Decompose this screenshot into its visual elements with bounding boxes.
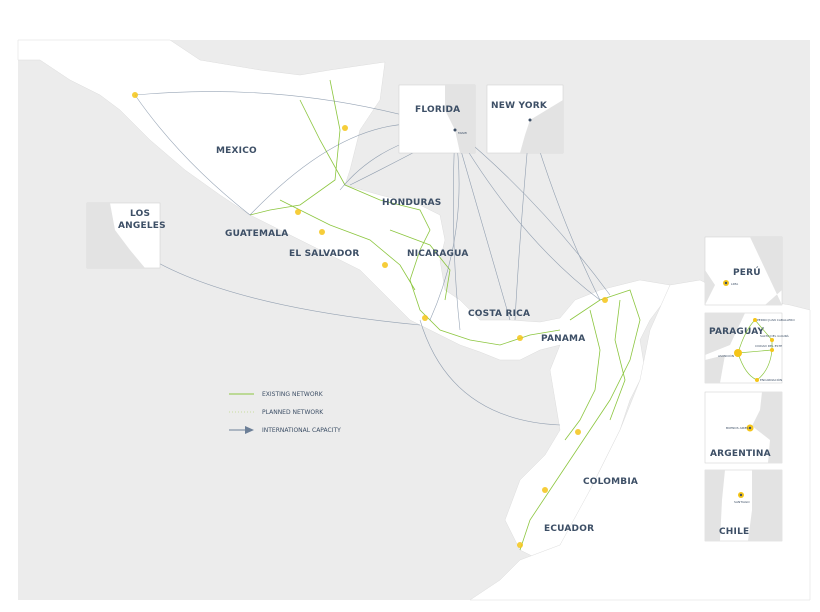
city-label: PEDRO JUAN CABALLERO: [757, 318, 795, 322]
legend-existing-label: EXISTING NETWORK: [262, 391, 324, 398]
inset-title: ANGELES: [118, 221, 166, 231]
legend-planned-label: PLANNED NETWORK: [262, 409, 324, 416]
label-nicaragua: NICARAGUA: [407, 249, 469, 259]
label-guatemala: GUATEMALA: [225, 229, 288, 239]
city-label: ENCARNACIÓN: [760, 377, 782, 382]
inset-title: CHILE: [719, 527, 749, 537]
legend-international-label: INTERNATIONAL CAPACITY: [262, 427, 341, 434]
city-label: LIMA: [731, 282, 739, 286]
inset-argentina: ARGENTINA BUENOS AIRES: [704, 391, 783, 464]
arrow-icon: [245, 426, 254, 434]
inset-title: PARAGUAY: [709, 327, 765, 337]
inset-title: ARGENTINA: [710, 449, 771, 459]
label-el-salvador: EL SALVADOR: [289, 249, 360, 259]
city-label: SALTO DEL GUAIRÁ: [760, 333, 790, 338]
inset-los-angeles: LOS ANGELES: [86, 202, 166, 269]
inset-title: FLORIDA: [415, 105, 460, 115]
inset-chile: CHILE SANTIAGO: [704, 469, 783, 542]
label-costa-rica: COSTA RICA: [468, 309, 530, 319]
inset-paraguay: PARAGUAY PEDRO JUAN CABALLERO SALTO DEL …: [704, 312, 795, 384]
label-mexico: MEXICO: [216, 146, 257, 156]
city-label: SANTIAGO: [734, 500, 750, 504]
city-label: ASUNCIÓN: [718, 353, 734, 358]
city-label: CIUDAD DEL ESTE: [755, 344, 782, 348]
existing-network-lines: [249, 79, 641, 551]
inset-title: LOS: [130, 209, 150, 219]
inset-title: PERÚ: [733, 266, 761, 278]
label-ecuador: ECUADOR: [544, 524, 594, 534]
city-label: MIAMI: [458, 131, 467, 135]
label-honduras: HONDURAS: [382, 198, 441, 208]
label-colombia: COLOMBIA: [583, 477, 638, 487]
inset-peru: PERÚ LIMA: [704, 236, 783, 306]
inset-florida: FLORIDA MIAMI: [398, 84, 476, 154]
hub-markers: [132, 92, 608, 548]
label-panama: PANAMA: [541, 334, 585, 344]
legend: EXISTING NETWORK PLANNED NETWORK INTERNA…: [229, 391, 341, 434]
inset-new-york: NEW YORK: [486, 84, 564, 154]
city-label: BUENOS AIRES: [726, 426, 749, 430]
inset-title: NEW YORK: [491, 101, 548, 111]
